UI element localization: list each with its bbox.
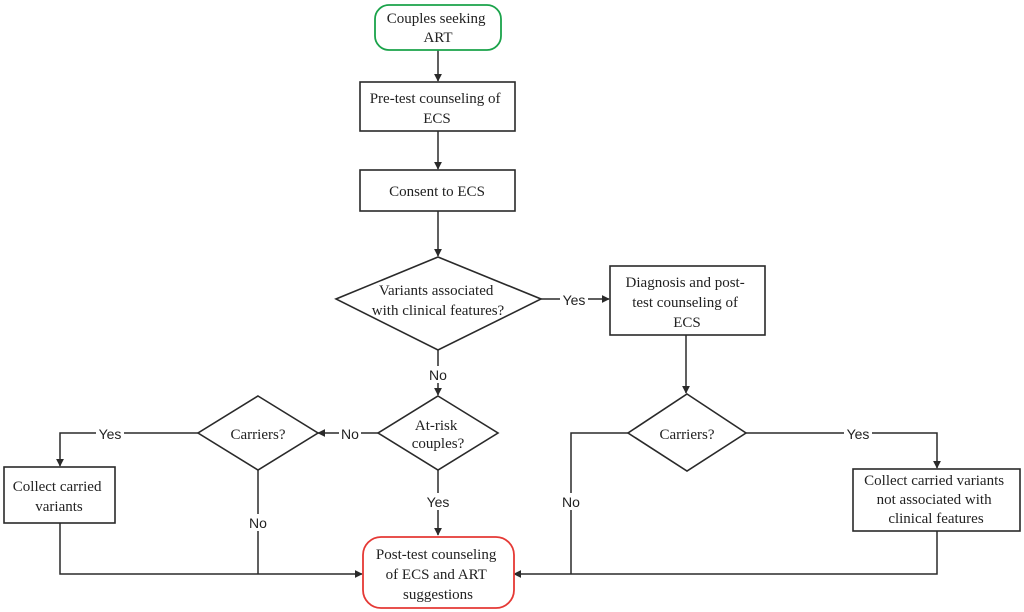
node-collect-right: Collect carried variants not associated …: [852, 468, 1021, 532]
diagnosis-label-line-3: ECS: [673, 315, 701, 331]
variants-label-line-1: Variants associated: [379, 283, 494, 299]
start-label-line-2: ART: [423, 30, 452, 46]
collect-left-label-line-2: variants: [35, 499, 83, 515]
collect-left-label-line-1: Collect carried: [13, 479, 102, 495]
collect-right-label-line-2: not associated with: [877, 492, 992, 508]
node-end: Post-test counseling of ECS and ART sugg…: [362, 536, 515, 609]
label-bg-atrisk-yes: [424, 493, 452, 510]
variants-label-line-2: with clinical features?: [372, 303, 505, 319]
atrisk-label: At-risk couples?: [412, 418, 465, 452]
label-bg-carriers-right-yes: [844, 425, 872, 442]
node-consent: Consent to ECS: [359, 169, 516, 212]
collect-left-box: [3, 466, 116, 524]
label-bg-variants-no: [427, 366, 449, 383]
variants-label: Variants associated with clinical featur…: [372, 283, 505, 319]
label-carriers-left-no: No: [249, 515, 267, 531]
label-atrisk-no: No: [341, 426, 359, 442]
collect-right-box: [852, 468, 1021, 532]
end-label: Post-test counseling of ECS and ART sugg…: [376, 547, 500, 603]
variants-decision-shape: [334, 256, 543, 351]
atrisk-decision-shape: [376, 395, 500, 471]
end-terminal-shape: [362, 536, 515, 609]
carriers-left-decision-shape: [196, 395, 320, 471]
edge-carriers-right-no: [570, 432, 628, 574]
carriers-left-label: Carriers?: [231, 427, 286, 443]
start-label: Couples seeking ART: [387, 11, 490, 46]
carriers-right-label: Carriers?: [660, 427, 715, 443]
carriers-left-label-line-1: Carriers?: [231, 427, 286, 443]
edge-collect-right-to-end: [513, 531, 938, 578]
end-label-line-2: of ECS and ART: [386, 567, 487, 583]
atrisk-label-line-2: couples?: [412, 436, 465, 452]
diagnosis-box: [609, 265, 766, 336]
collect-right-label-line-3: clinical features: [888, 511, 984, 527]
edge-collect-left-to-end: [59, 523, 363, 578]
edge-labels: Yes No No Yes Yes No Yes No: [96, 291, 872, 531]
label-variants-yes: Yes: [563, 292, 586, 308]
node-pretest: Pre-test counseling of ECS: [359, 81, 516, 132]
label-carriers-left-yes: Yes: [99, 426, 122, 442]
diagnosis-label-line-1: Diagnosis and post-: [626, 275, 745, 291]
node-diagnosis: Diagnosis and post- test counseling of E…: [609, 265, 766, 336]
end-label-line-3: suggestions: [403, 587, 473, 603]
pretest-box: [359, 81, 516, 132]
node-carriers-left: Carriers?: [196, 395, 320, 471]
collect-right-label: Collect carried variants not associated …: [864, 473, 1008, 527]
label-bg-carriers-right-no: [560, 493, 582, 510]
pretest-label: Pre-test counseling of ECS: [370, 91, 505, 127]
collect-left-label: Collect carried variants: [13, 479, 105, 515]
label-bg-variants-yes: [560, 291, 588, 308]
consent-box: [359, 169, 516, 212]
label-bg-carriers-left-yes: [96, 425, 124, 442]
start-label-line-1: Couples seeking: [387, 11, 486, 27]
label-bg-carriers-left-no: [247, 514, 269, 531]
pretest-label-line-2: ECS: [423, 111, 451, 127]
label-atrisk-yes: Yes: [427, 494, 450, 510]
label-carriers-right-no: No: [562, 494, 580, 510]
label-variants-no: No: [429, 367, 447, 383]
label-bg-atrisk-no: [339, 425, 361, 442]
collect-right-label-line-1: Collect carried variants: [864, 473, 1004, 489]
label-carriers-right-yes: Yes: [847, 426, 870, 442]
node-start: Couples seeking ART: [374, 4, 502, 51]
start-terminal-shape: [374, 4, 502, 51]
consent-label: Consent to ECS: [389, 184, 485, 200]
edge-carriers-left-yes: [56, 432, 198, 467]
edges: [56, 50, 941, 578]
node-atrisk: At-risk couples?: [376, 395, 500, 471]
end-label-line-1: Post-test counseling: [376, 547, 497, 563]
edge-carriers-right-yes: [746, 432, 941, 469]
consent-label-line-1: Consent to ECS: [389, 184, 485, 200]
node-variants: Variants associated with clinical featur…: [334, 256, 543, 351]
node-collect-left: Collect carried variants: [3, 466, 116, 524]
atrisk-label-line-1: At-risk: [415, 418, 458, 434]
diagnosis-label-line-2: test counseling of: [632, 295, 738, 311]
node-carriers-right: Carriers?: [626, 393, 748, 472]
diagnosis-label: Diagnosis and post- test counseling of E…: [626, 275, 749, 331]
carriers-right-label-line-1: Carriers?: [660, 427, 715, 443]
carriers-right-decision-shape: [626, 393, 748, 472]
pretest-label-line-1: Pre-test counseling of: [370, 91, 501, 107]
